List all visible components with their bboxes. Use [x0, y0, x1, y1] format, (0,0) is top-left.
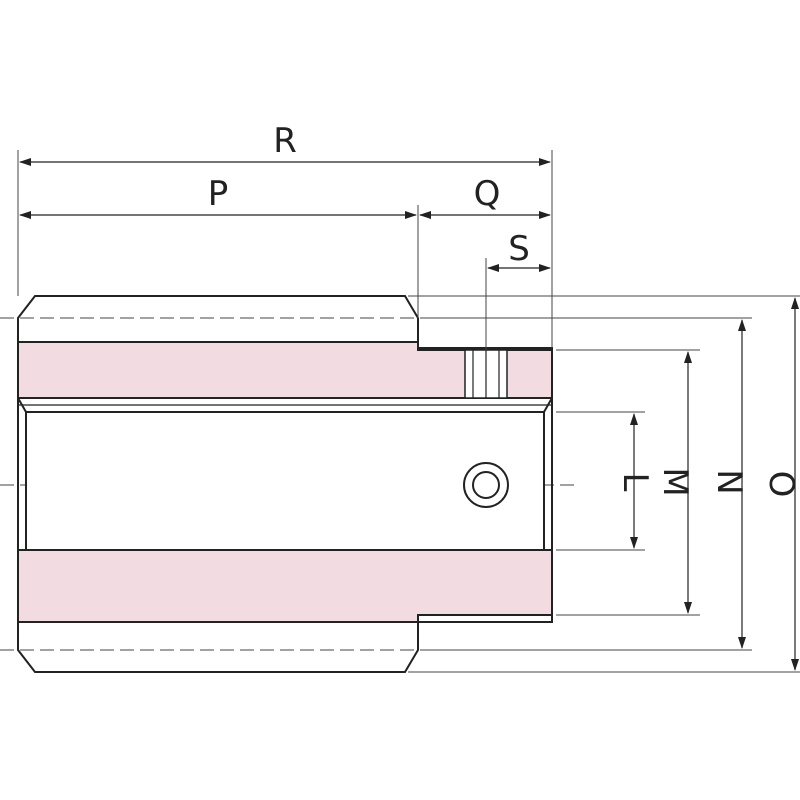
- dim-label-R: R: [273, 121, 297, 161]
- dim-label-P: P: [208, 174, 229, 214]
- dim-label-N: N: [709, 469, 749, 494]
- dim-label-M: M: [655, 467, 695, 496]
- dim-label-S: S: [508, 229, 530, 269]
- dim-label-O: O: [761, 471, 800, 498]
- dim-label-L: L: [615, 473, 655, 492]
- set-screw-circle-inner: [472, 471, 500, 499]
- dim-label-Q: Q: [474, 174, 501, 214]
- section-band-bottom: [17, 549, 553, 623]
- bore-area: [25, 411, 545, 551]
